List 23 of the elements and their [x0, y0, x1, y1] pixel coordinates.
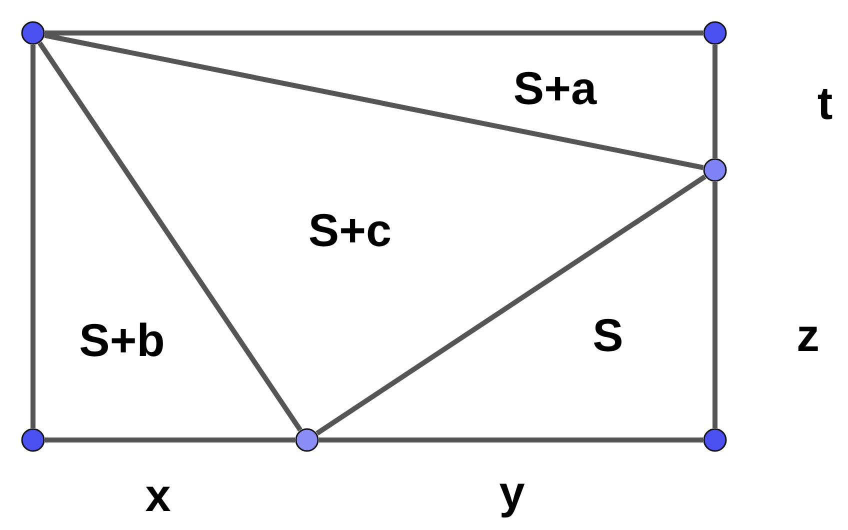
- line-segment: [45, 30, 703, 36]
- length-label: y: [499, 469, 525, 515]
- point-marker: [21, 428, 45, 452]
- line-segment: [45, 438, 295, 442]
- point-marker: [703, 21, 727, 45]
- line-segment: [712, 45, 718, 158]
- line-segment: [44, 32, 704, 170]
- length-label: t: [817, 80, 833, 126]
- length-label: z: [796, 312, 820, 358]
- point-marker: [703, 158, 727, 182]
- line-segment: [30, 45, 36, 428]
- line-segment: [712, 182, 718, 428]
- area-label: S+b: [79, 317, 165, 363]
- point-marker: [703, 428, 727, 452]
- length-label: x: [145, 472, 171, 518]
- line-segment: [319, 438, 703, 442]
- line-segment: [38, 42, 302, 432]
- line-segment: [316, 174, 706, 436]
- point-marker: [21, 21, 45, 45]
- point-marker: [295, 428, 319, 452]
- area-label: S+c: [308, 207, 392, 253]
- area-label: S: [592, 312, 624, 358]
- area-label: S+a: [513, 65, 597, 111]
